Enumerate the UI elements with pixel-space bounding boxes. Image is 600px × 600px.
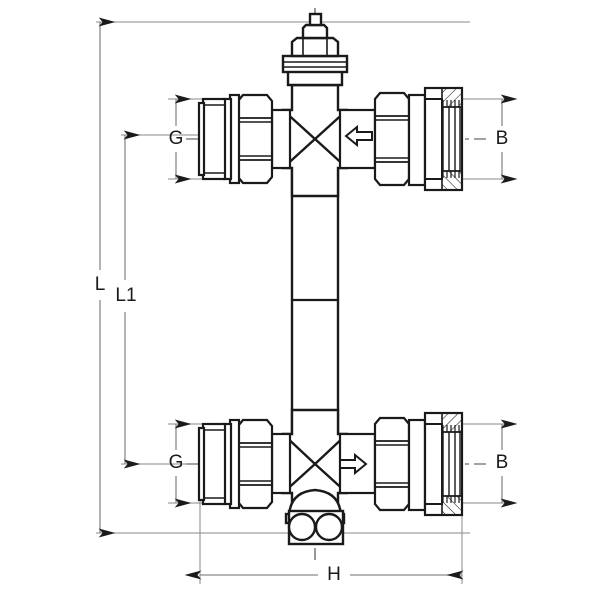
ur-hex-nut (373, 91, 411, 187)
ll-end-face (197, 426, 206, 502)
bonnet-stem-tip (308, 12, 323, 27)
upper-right-union-nut (338, 80, 464, 198)
dimension-L1: L1 (115, 130, 141, 469)
central-vertical-body (290, 148, 340, 452)
flow-outlet-lower-icon (339, 452, 368, 476)
upper-cone-bottom (282, 137, 348, 169)
ul-stub (270, 108, 292, 170)
lower-right-union-nut (338, 411, 464, 517)
dim-label-G-bottom: G (169, 452, 184, 473)
ll-stub (270, 432, 292, 495)
lower-left-male-connector (197, 418, 292, 510)
bonnet-stem-nut (301, 23, 329, 40)
ul-threaded-spigot (201, 97, 227, 181)
drain-port-circle-right (314, 512, 344, 542)
dim-label-B-top: B (496, 128, 509, 149)
upper-left-male-connector (197, 93, 292, 185)
ur-bore-wall (424, 98, 443, 180)
valve-body-layer (281, 12, 349, 546)
bonnet-hex (290, 36, 340, 58)
flow-inlet-upper-icon (344, 124, 373, 148)
dimension-B-bottom: B (496, 419, 518, 508)
drain-port-circle-left (287, 512, 317, 542)
lr-hex-nut (373, 416, 411, 512)
ul-end-face (197, 101, 206, 177)
lr-bore-wall (424, 423, 443, 505)
dimension-H: H (184, 564, 464, 585)
dim-label-L1: L1 (115, 285, 136, 306)
ur-shoulder (407, 93, 427, 187)
dim-label-H: H (327, 564, 341, 585)
dim-label-B-bottom: B (496, 452, 509, 473)
dimension-L: L (95, 17, 116, 538)
bonnet-collar (281, 54, 349, 74)
lower-cone-bottom (282, 462, 348, 494)
top-bonnet-cap (281, 12, 349, 87)
dimension-G-bottom: G (169, 419, 192, 508)
dimension-G-top: G (169, 94, 192, 184)
lr-shoulder (407, 418, 427, 512)
ul-hex-nut (236, 93, 274, 185)
bottom-drain-cap (284, 488, 346, 546)
flow-arrow-layer (339, 124, 373, 476)
dim-label-G-top: G (169, 128, 184, 149)
ll-threaded-spigot (201, 422, 227, 506)
dim-label-L: L (95, 274, 106, 295)
dimension-B-top: B (496, 94, 518, 184)
upper-cross-junction (281, 83, 349, 198)
ll-hex-nut (236, 418, 274, 510)
